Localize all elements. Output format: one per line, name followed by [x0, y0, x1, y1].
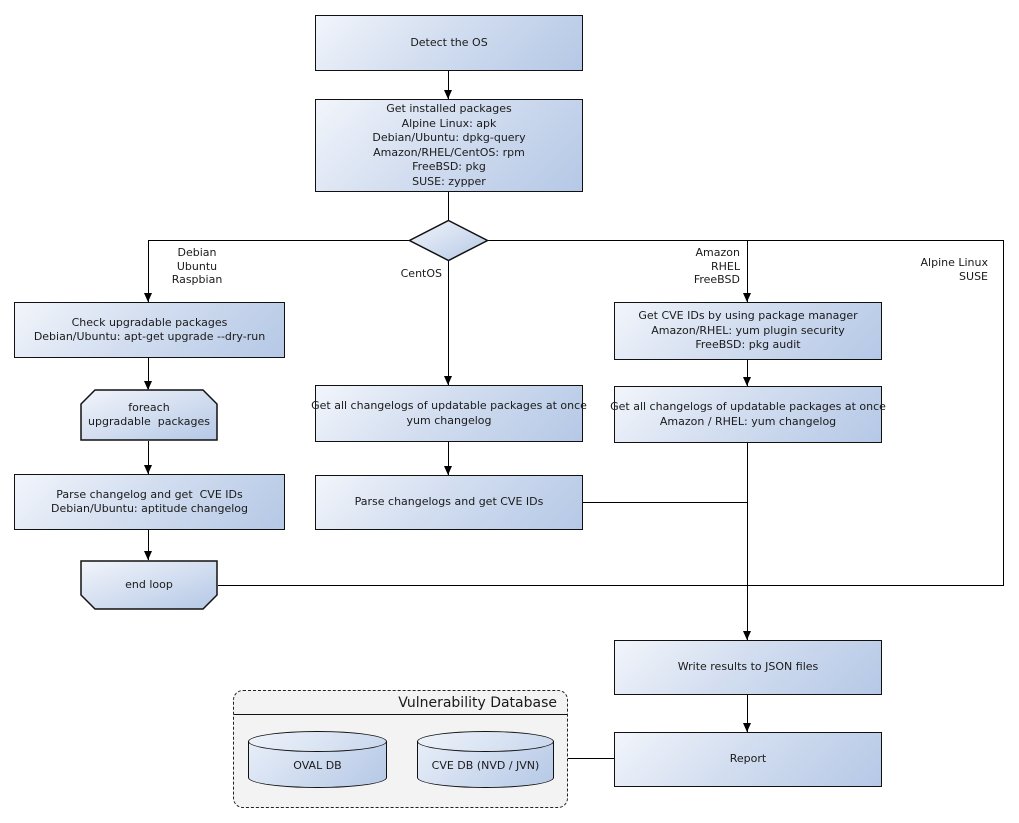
branch-label-alpine: Alpine Linux SUSE [920, 256, 989, 283]
connector-line [148, 240, 150, 302]
arrowhead [144, 381, 152, 390]
node-centos-changelogs: Get all changelogs of updatable packages… [311, 385, 587, 442]
node-pkg-mgr-cve: Get CVE IDs by using package manager Ama… [614, 302, 882, 360]
arrowhead [144, 551, 152, 560]
node-centos-parse: Parse changelogs and get CVE IDs [315, 475, 583, 530]
connector-line [448, 261, 450, 385]
connector-line [148, 240, 1004, 242]
arrowhead [743, 377, 751, 386]
branch-label-centos: CentOS [400, 267, 442, 280]
cve-db-label: CVE DB (NVD / JVN) [431, 759, 540, 772]
branch-label-amazon: Amazon RHEL FreeBSD [693, 246, 740, 286]
branch-label-debian: Debian Ubuntu Raspbian [171, 246, 223, 286]
connector-line [448, 192, 450, 220]
node-detect-os: Detect the OS [315, 15, 583, 71]
node-foreach-label: foreach upgradable packages [88, 400, 210, 429]
connector-line [148, 530, 150, 560]
connector-line [747, 695, 749, 732]
connector-line [747, 443, 749, 640]
connector-line [1003, 240, 1005, 586]
arrowhead [144, 293, 152, 302]
oval-db-label: OVAL DB [293, 759, 342, 772]
node-check-upgradable: Check upgradable packages Debian/Ubuntu:… [14, 302, 285, 358]
cve-db-cylinder: CVE DB (NVD / JVN) [417, 731, 554, 788]
connector-line [583, 502, 748, 504]
arrowhead [743, 631, 751, 640]
node-write-results: Write results to JSON files [614, 640, 882, 695]
cylinder-top [248, 731, 387, 752]
cylinder-top [417, 731, 554, 752]
arrowhead [743, 723, 751, 732]
vulnerability-database-title: Vulnerability Database [234, 691, 567, 715]
arrowhead [444, 90, 452, 99]
connector-line [218, 585, 1004, 587]
node-end-loop-label: end loop [125, 577, 173, 591]
loop-end-shape [80, 560, 218, 610]
node-get-installed-packages: Get installed packages Alpine Linux: apk… [315, 99, 583, 192]
connector-line [448, 442, 450, 475]
arrowhead [444, 466, 452, 475]
arrowhead [144, 465, 152, 474]
connector-line [747, 240, 749, 302]
connector-line [148, 358, 150, 389]
connector-line [568, 758, 614, 760]
diamond-shape [407, 219, 490, 262]
connector-line [448, 71, 450, 99]
node-report: Report [614, 732, 882, 787]
node-parse-changelog-debian: Parse changelog and get CVE IDs Debian/U… [14, 474, 285, 530]
arrowhead [743, 293, 751, 302]
node-foreach: foreach upgradable packages [80, 389, 218, 441]
connector-line [747, 360, 749, 386]
loop-start-shape [80, 389, 218, 441]
node-os-decision [407, 219, 490, 262]
oval-db-cylinder: OVAL DB [248, 731, 387, 788]
node-amazon-changelogs: Get all changelogs of updatable packages… [610, 386, 886, 443]
connector-line [148, 441, 150, 474]
arrowhead [444, 376, 452, 385]
node-end-loop: end loop [80, 560, 218, 610]
